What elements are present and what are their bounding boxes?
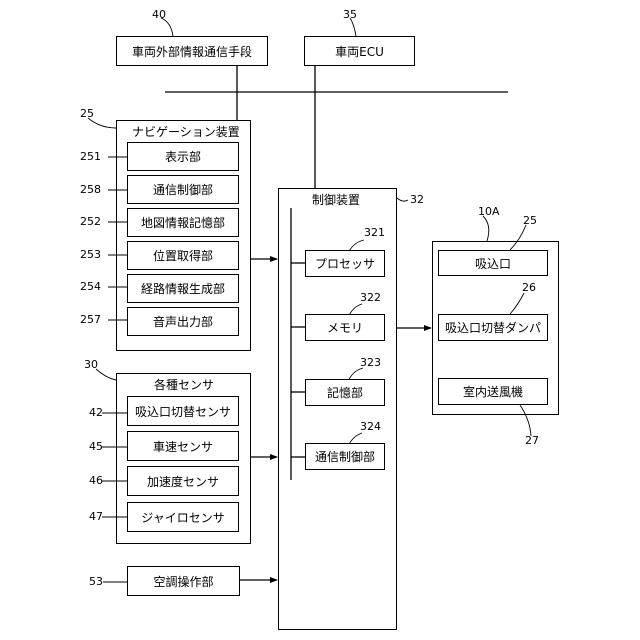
- controller-item-ref: 322: [360, 291, 381, 304]
- navigation-item-label: 音声出力部: [153, 313, 213, 330]
- ac-item-ref: 26: [522, 281, 536, 294]
- controller-item-label: 通信制御部: [315, 448, 375, 465]
- navigation-ref: 25: [80, 107, 94, 120]
- navigation-item-position: 位置取得部: [127, 241, 239, 270]
- sensor-item-label: 吸込口切替センサ: [135, 403, 231, 420]
- controller-title: 制御装置: [312, 191, 360, 208]
- ac-item-ref: 27: [525, 434, 539, 447]
- ac-unit-ref: 10A: [478, 205, 500, 218]
- ref-leader-32: [397, 198, 408, 201]
- navigation-item-label: 経路情報生成部: [141, 280, 225, 297]
- external-comm-label: 車両外部情報通信手段: [132, 43, 252, 60]
- controller-item-ref: 323: [360, 356, 381, 369]
- ref-leader-10A: [483, 216, 489, 241]
- ac-item-label: 室内送風機: [463, 383, 523, 400]
- ac-item-label: 吸込口切替ダンパ: [445, 319, 541, 336]
- ac-operation-label: 空調操作部: [153, 573, 213, 590]
- navigation-item-map-storage: 地図情報記憶部: [127, 208, 239, 237]
- sensor-item-label: 加速度センサ: [147, 473, 219, 490]
- ecu-box: 車両ECU: [304, 36, 415, 66]
- controller-item-storage: 記憶部: [305, 379, 385, 406]
- controller-item-memory: メモリ: [305, 314, 385, 341]
- external-comm-box: 車両外部情報通信手段: [116, 36, 268, 66]
- sensors-ref: 30: [84, 358, 98, 371]
- sensor-item-gyro: ジャイロセンサ: [127, 502, 239, 532]
- controller-item-ref: 324: [360, 420, 381, 433]
- sensor-item-label: 車速センサ: [153, 438, 213, 455]
- controller-item-comm-control: 通信制御部: [305, 443, 385, 470]
- sensor-item-ref: 42: [89, 406, 103, 419]
- ac-item-intake-damper: 吸込口切替ダンパ: [438, 314, 548, 341]
- navigation-item-ref: 252: [80, 215, 101, 228]
- sensor-item-intake-switch: 吸込口切替センサ: [127, 396, 239, 426]
- navigation-item-comm-control: 通信制御部: [127, 175, 239, 204]
- navigation-item-label: 地図情報記憶部: [141, 214, 225, 231]
- controller-item-label: メモリ: [327, 319, 363, 336]
- controller-item-ref: 321: [364, 226, 385, 239]
- sensor-item-acceleration: 加速度センサ: [127, 466, 239, 496]
- navigation-item-ref: 253: [80, 248, 101, 261]
- navigation-item-ref: 254: [80, 280, 101, 293]
- navigation-title: ナビゲーション装置: [132, 123, 240, 140]
- navigation-item-ref: 258: [80, 183, 101, 196]
- sensor-item-label: ジャイロセンサ: [141, 509, 224, 526]
- sensor-item-ref: 45: [89, 440, 103, 453]
- navigation-item-display: 表示部: [127, 142, 239, 171]
- navigation-item-ref: 257: [80, 313, 101, 326]
- sensor-item-ref: 47: [89, 510, 103, 523]
- ac-item-intake: 吸込口: [438, 250, 548, 276]
- ecu-ref: 35: [343, 8, 357, 21]
- ac-operation-box: 空調操作部: [127, 566, 240, 596]
- controller-ref: 32: [410, 193, 424, 206]
- ecu-label: 車両ECU: [335, 43, 384, 60]
- sensors-title: 各種センサ: [154, 376, 214, 393]
- sensor-item-speed: 車速センサ: [127, 431, 239, 461]
- ac-item-label: 吸込口: [475, 255, 511, 272]
- external-comm-ref: 40: [152, 8, 166, 21]
- ac-item-ref: 25: [523, 214, 537, 227]
- navigation-item-label: 通信制御部: [153, 181, 213, 198]
- ac-item-indoor-blower: 室内送風機: [438, 378, 548, 405]
- navigation-item-route: 経路情報生成部: [127, 274, 239, 303]
- navigation-item-label: 表示部: [165, 148, 201, 165]
- sensor-item-ref: 46: [89, 474, 103, 487]
- controller-item-label: プロセッサ: [315, 255, 375, 272]
- controller-item-processor: プロセッサ: [305, 250, 385, 277]
- ref-leader-30: [96, 369, 116, 380]
- navigation-item-ref: 251: [80, 150, 101, 163]
- ac-operation-ref: 53: [89, 575, 103, 588]
- navigation-item-label: 位置取得部: [153, 247, 213, 264]
- controller-item-label: 記憶部: [327, 384, 363, 401]
- navigation-item-audio: 音声出力部: [127, 307, 239, 336]
